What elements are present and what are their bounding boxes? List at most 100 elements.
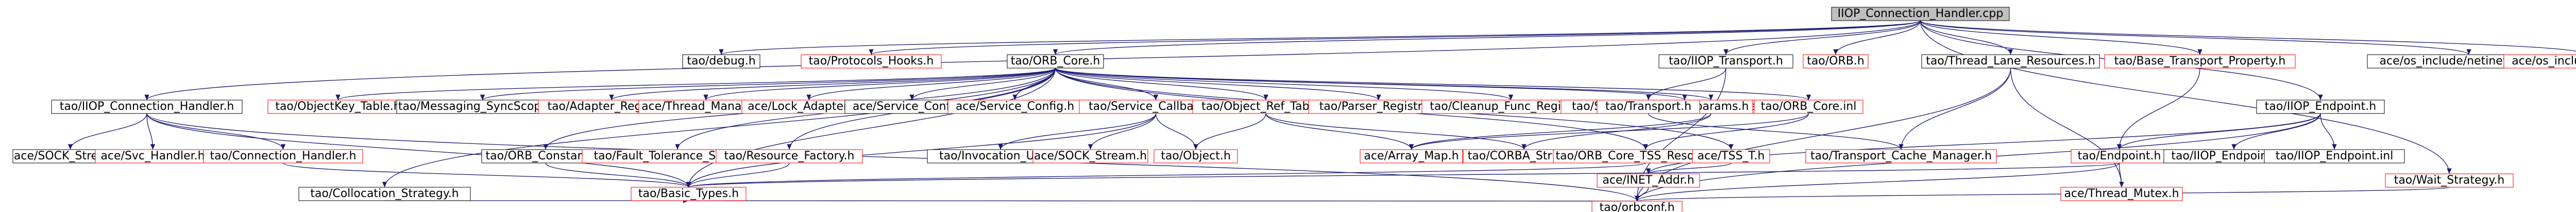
node-basetransport[interactable]: tao/Base_Transport_Property.h [2104,54,2296,69]
node-box [1921,54,2100,69]
edge-root-acetcp [1920,20,2471,55]
edge-iiopconn-connhandler [146,113,286,150]
node-label: tao/IIOP_Endpoint.inl [2276,150,2394,162]
edge-orbcore-locklt [806,68,1056,101]
node-label: tao/ORB_Core.h [1011,55,1100,68]
node-box [1692,149,1770,164]
node-box [1360,149,1463,164]
node-box [1597,173,1700,188]
node-box [1754,100,1863,114]
node-label: tao/ORB.h [1807,55,1865,68]
node-label: tao/Transport_Cache_Manager.h [1810,150,1992,162]
edge-orbcore-collocation [382,68,1056,188]
node-waitstrat[interactable]: tao/Wait_Strategy.h [2385,173,2514,188]
edge-iioptransport-transportH [1646,68,1726,101]
node-label: tao/debug.h [687,55,755,68]
node-endpointH[interactable]: tao/Endpoint.h [2071,149,2168,164]
edge-orbcore-params [1055,68,1714,101]
node-arraymap[interactable]: ace/Array_Map.h [1360,149,1463,164]
node-box [1831,7,2010,21]
node-acenetdb[interactable]: ace/os_include/os_netdb.h [2503,54,2576,69]
edge-basetransport-endpointH [2116,68,2200,150]
edge-endpointH-versioned [1635,162,2120,202]
node-svcconfigtao[interactable]: ace/Service_Config.h [947,100,1082,114]
node-box [801,54,942,69]
node-label: tao/Parser_Registry.h [1319,100,1438,113]
edge-endpointH-threadmutex [2119,162,2124,188]
edge-orbcore-cleanup [1055,68,1513,101]
node-iiopendpoint[interactable]: tao/IIOP_Endpoint.h [2256,100,2385,114]
node-objectH[interactable]: tao/Object.h [1154,149,1238,164]
edge-tsst-inetaddr [1646,162,1732,174]
node-threadmutex[interactable]: ace/Thread_Mutex.h [2060,187,2183,201]
node-sockstream2[interactable]: ace/SOCK_Stream.h [1032,149,1148,164]
node-label: ace/Array_Map.h [1364,150,1459,162]
node-label: tao/Wait_Strategy.h [2394,174,2505,187]
node-box [203,149,363,164]
edge-orbcore-objreftable [1055,68,1268,101]
node-collocation[interactable]: tao/Collocation_Strategy.h [298,187,471,201]
node-box [2385,173,2514,188]
node-label: ace/Thread_Mutex.h [2064,187,2179,200]
edge-root-acenetdb [1920,20,2576,52]
edge-waitstrat-versioned [1635,187,2450,202]
node-transportH[interactable]: tao/Transport.h [1597,100,1700,114]
node-label: tao/IIOP_Transport.h [1669,55,1783,68]
node-box [716,149,863,164]
node-resfactory[interactable]: tao/Resource_Factory.h [716,149,863,164]
node-box [2060,187,2183,201]
node-box [2104,54,2296,69]
edge-root-torb [1833,20,1921,55]
node-label: tao/ObjectKey_Table.h [275,100,400,113]
node-svchandler[interactable]: ace/Svc_Handler.h [95,149,211,164]
node-label: ace/INET_Addr.h [1602,174,1694,187]
node-tsst[interactable]: ace/TSS_T.h [1692,149,1770,164]
node-box [1154,149,1238,164]
node-versioned[interactable]: tao/orbconf.h [1591,201,1683,212]
edge-inetaddr-versioned [1634,187,1649,202]
node-label: tao/Basic_Types.h [638,187,739,200]
edge-objreftable-objectH [1193,113,1266,150]
edge-root-iioptransport [1723,20,1921,55]
edge-root-threadlane [1920,20,2013,55]
node-label: tao/ORB_Core.inl [1761,100,1857,113]
edge-transportH-cachemgr [1648,113,1904,150]
node-box [1032,149,1148,164]
edge-iiopendpoint-iiopendC [2231,113,2321,150]
node-label: tao/Endpoint.h [2078,150,2161,162]
edge-svccallbacks-sockstream2 [1088,113,1157,150]
node-label: tao/Protocols_Hooks.h [809,55,934,68]
edge-params-arraymap [1409,113,1711,150]
edge-root-orbcore [1053,20,1921,55]
node-debug[interactable]: tao/debug.h [682,54,760,69]
node-label: tao/IIOP_Endpoint.h [2265,100,2376,113]
node-box [2256,100,2385,114]
node-label: tao/Object.h [1161,150,1231,162]
node-label: tao/Connection_Handler.h [210,150,356,162]
edge-threadlane-threadmutex [2010,68,2124,188]
node-label: tao/Collocation_Strategy.h [310,187,459,200]
edge-root-basetransport [1920,20,2202,55]
node-iiopconn[interactable]: tao/IIOP_Connection_Handler.h [51,100,243,114]
node-torb[interactable]: tao/ORB.h [1803,54,1869,69]
node-iiopendinl[interactable]: tao/IIOP_Endpoint.inl [2264,149,2405,164]
edge-orbcore-svcconfig [909,68,1056,101]
node-basictypes[interactable]: tao/Basic_Types.h [631,187,747,201]
node-objkey[interactable]: tao/ObjectKey_Table.h [267,100,409,114]
node-box [2264,149,2405,164]
edge-svccallbacks-invutils [998,113,1157,150]
node-protohooks[interactable]: tao/Protocols_Hooks.h [801,54,942,69]
node-label: ace/os_include/os_netdb.h [2512,55,2576,68]
node-inetaddr[interactable]: ace/INET_Addr.h [1597,173,1700,188]
node-label: tao/orbconf.h [1599,201,1674,212]
node-orbcoreinl[interactable]: tao/ORB_Core.inl [1754,100,1863,114]
node-box [631,187,747,201]
node-orbcore[interactable]: tao/ORB_Core.h [1007,54,1104,69]
node-threadlane[interactable]: tao/Thread_Lane_Resources.h [1921,54,2100,69]
node-connhandler[interactable]: tao/Connection_Handler.h [203,149,363,164]
edge-root-waitstrat [1920,20,2452,174]
node-iioptransport[interactable]: tao/IIOP_Transport.h [1658,54,1793,69]
node-label: ace/TSS_T.h [1698,150,1765,162]
node-cachemgr[interactable]: tao/Transport_Cache_Manager.h [1805,149,1997,164]
